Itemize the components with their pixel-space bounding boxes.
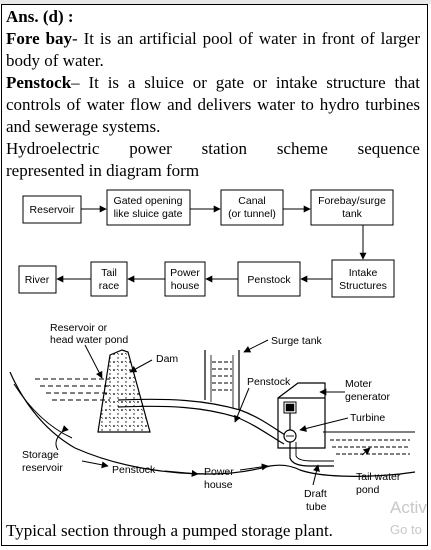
tailrace-box: Tail race [90,261,128,297]
scheme-line-2: represented in diagram form [6,161,200,180]
figure-caption: Typical section through a pumped storage… [6,521,333,540]
river-label: River [25,274,50,286]
top-strip [0,0,431,4]
penstock-paragraph: Penstock– It is a sluice or gate or inta… [6,72,420,138]
gated-label-1: Gated opening [114,195,183,207]
canal-box: Canal (or tunnel) [220,189,284,226]
penstock-term: Penstock [6,73,72,92]
forebay-label-1: Forebay/surge [318,195,386,207]
forebay-paragraph: Fore bay- It is an artificial pool of wa… [6,28,420,72]
section-labels: Reservoir or head water pond Dam Surge t… [22,322,401,513]
scheme-word: scheme [276,139,328,158]
tailrace-label-1: Tail [101,267,117,279]
powerhouse-label-2: house [171,280,200,292]
surge-tank [204,350,240,410]
tailwater-label-1: Tail water [356,471,401,483]
upper-bank-line [13,383,73,439]
canal-label-2: (or tunnel) [228,208,276,220]
power-house [277,382,334,467]
intake-label-2: Structures [339,280,387,292]
draft-label-2: tube [306,501,327,513]
activation-watermark: Activ Go to [390,497,427,541]
penstock-definition: – It is a sluice or gate or intake struc… [6,73,420,136]
canal-label-1: Canal [238,195,265,207]
moter-label-2: generator [345,391,390,403]
dam-label: Dam [156,353,178,365]
tail-pond-water [330,439,410,455]
dam-body [97,349,151,433]
power-label-1: Power [204,466,234,478]
intake-box: Intake Structures [331,259,395,298]
power-label-2: house [204,479,233,491]
scheme-word: power [129,139,172,158]
tailrace-label-2: race [99,280,120,292]
storage-label-2: reservoir [22,462,63,474]
section-diagram [9,339,416,486]
watermark-line-2: Go to [390,522,422,537]
flow-diagram: Reservoir Gated opening like sluice gate… [18,189,395,298]
forebay-term: Fore bay [6,29,73,48]
intake-label-1: Intake [349,267,378,279]
reservoir-pond-label-2: head water pond [50,334,128,346]
forebay-definition: - It is an artificial pool of water in f… [6,29,421,70]
powerhouse-box: Power house [164,261,206,297]
flow-arrows [56,205,367,283]
scheme-word: Hydroelectric [6,139,100,158]
answer-text: Ans. (d) : Fore bay- It is an artificial… [6,6,420,182]
tailwater-label-2: pond [356,484,380,496]
scheme-word: sequence [357,139,420,158]
head-pond-water [35,378,110,401]
penstock-pipe-top [117,398,291,439]
penstock-lower-label: Penstock [112,464,156,476]
moter-label-1: Moter [345,378,372,390]
storage-label-1: Storage [22,449,59,461]
watermark-line-1: Activ [390,498,427,517]
leader-arrows [55,339,371,486]
reservoir-label: Reservoir [30,204,75,216]
answer-label: Ans. (d) : [6,7,74,26]
gated-opening-box: Gated opening like sluice gate [106,189,191,226]
reservoir-box: Reservoir [22,195,82,224]
scheme-word: station [201,139,247,158]
scheme-line-1: Hydroelectric power station scheme seque… [6,138,420,160]
powerhouse-label-1: Power [170,267,200,279]
penstock-box-label: Penstock [247,274,291,286]
reservoir-pond-label-1: Reservoir or [50,322,108,334]
ground-line [9,371,416,477]
penstock-upper-label: Penstock [247,376,291,388]
penstock-box: Penstock [237,261,301,297]
forebay-box: Forebay/surge tank [310,189,394,226]
river-box: River [18,265,57,294]
penstock-pipe-bottom [117,405,285,445]
gated-label-2: like sluice gate [114,208,183,220]
turbine-label: Turbine [350,412,385,424]
draft-label-1: Draft [304,488,327,500]
forebay-label-2: tank [342,208,363,220]
surge-tank-label: Surge tank [271,335,323,347]
